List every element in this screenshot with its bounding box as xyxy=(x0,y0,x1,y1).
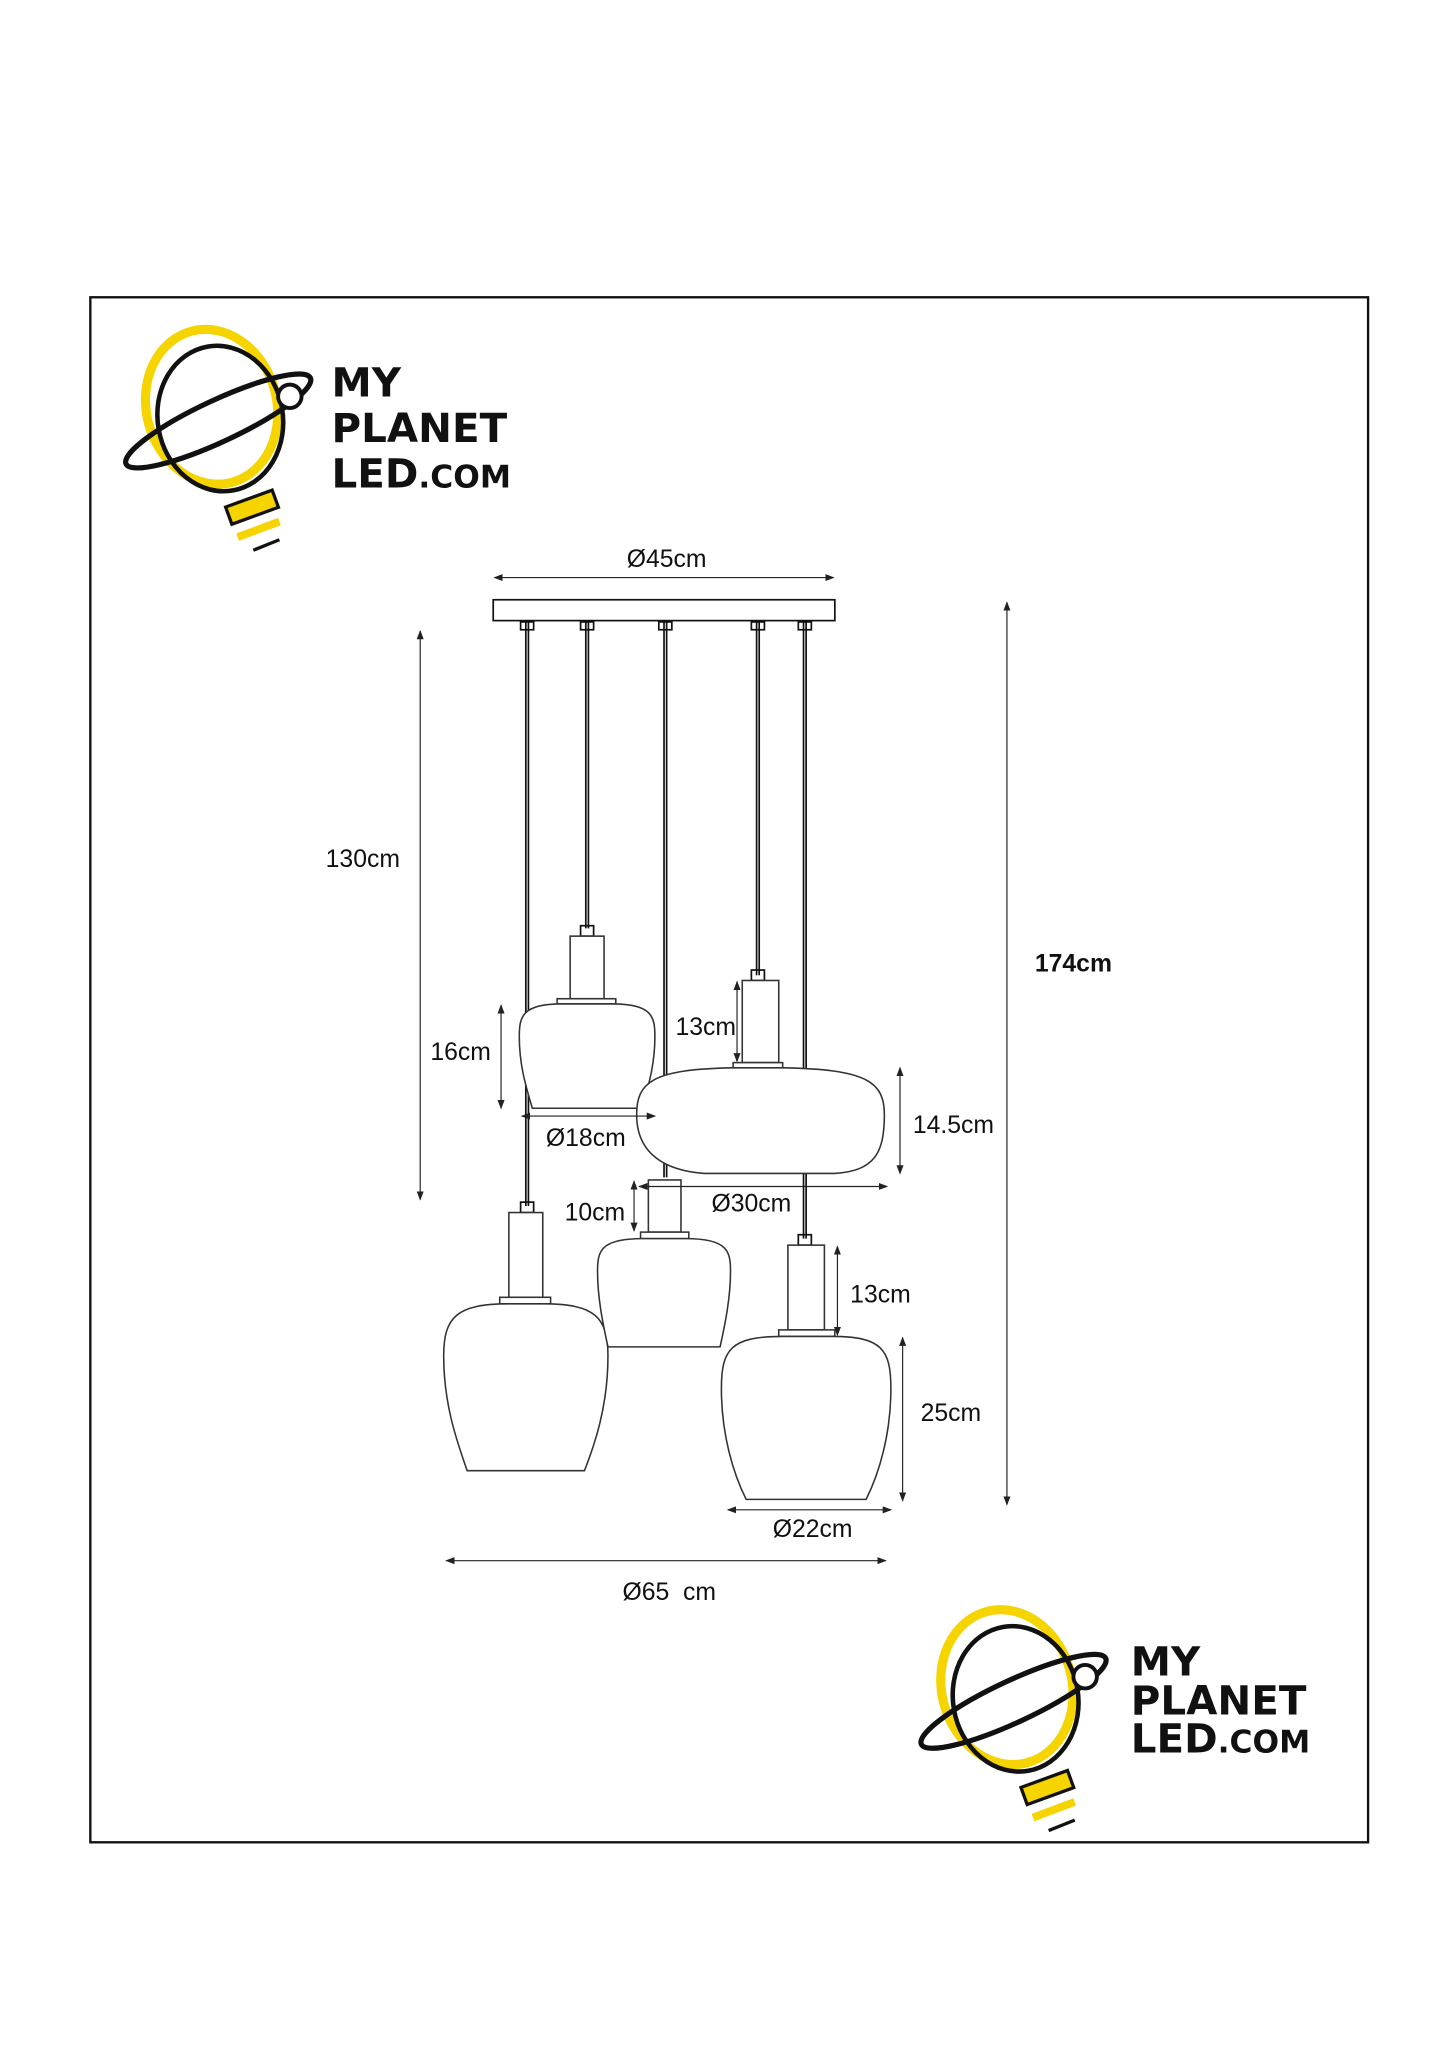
brand-logo-top: MY PLANET LED.COM xyxy=(117,314,511,550)
socket-e-height-label: 13cm xyxy=(850,1282,911,1309)
overall-diameter-label: Ø65 cm xyxy=(622,1579,716,1606)
brand-logo-bottom: MY PLANET LED.COM xyxy=(913,1595,1310,1831)
ceiling-canopy xyxy=(492,598,836,622)
pendant-small-lower xyxy=(596,1179,732,1348)
shade-a-diameter-label: Ø18cm xyxy=(546,1125,626,1152)
logo-line2: PLANET xyxy=(332,404,508,452)
shade-a-height-label: 16cm xyxy=(430,1039,491,1066)
frame-border xyxy=(89,296,1370,1844)
planet-bulb-icon xyxy=(913,1595,1115,1831)
logo-line3: LED.COM xyxy=(1131,1714,1310,1762)
total-height-label: 174cm xyxy=(1035,950,1112,977)
socket-b-height-label: 13cm xyxy=(675,1014,736,1041)
pendant-large-right xyxy=(720,1233,892,1501)
logo-line1: MY xyxy=(332,358,402,406)
cord-length-label: 130cm xyxy=(326,846,400,873)
pendant-small-upper xyxy=(518,924,656,1110)
shade-b-diameter-label: Ø30cm xyxy=(711,1190,791,1217)
logo-line1: MY xyxy=(1131,1637,1201,1685)
shade-e-height-label: 25cm xyxy=(921,1400,982,1427)
canopy-diameter-label: Ø45cm xyxy=(627,546,707,573)
logo-line2: PLANET xyxy=(1131,1677,1307,1725)
dimension-lines xyxy=(416,574,1011,1565)
pendant-wide xyxy=(635,969,886,1175)
shade-e-diameter-label: Ø22cm xyxy=(773,1516,853,1543)
planet-bulb-icon xyxy=(117,314,319,550)
logo-line3: LED.COM xyxy=(332,450,511,498)
socket-c-height-label: 10cm xyxy=(565,1199,626,1226)
pendant-large-left xyxy=(442,1201,609,1472)
shade-b-height-label: 14.5cm xyxy=(913,1112,994,1139)
